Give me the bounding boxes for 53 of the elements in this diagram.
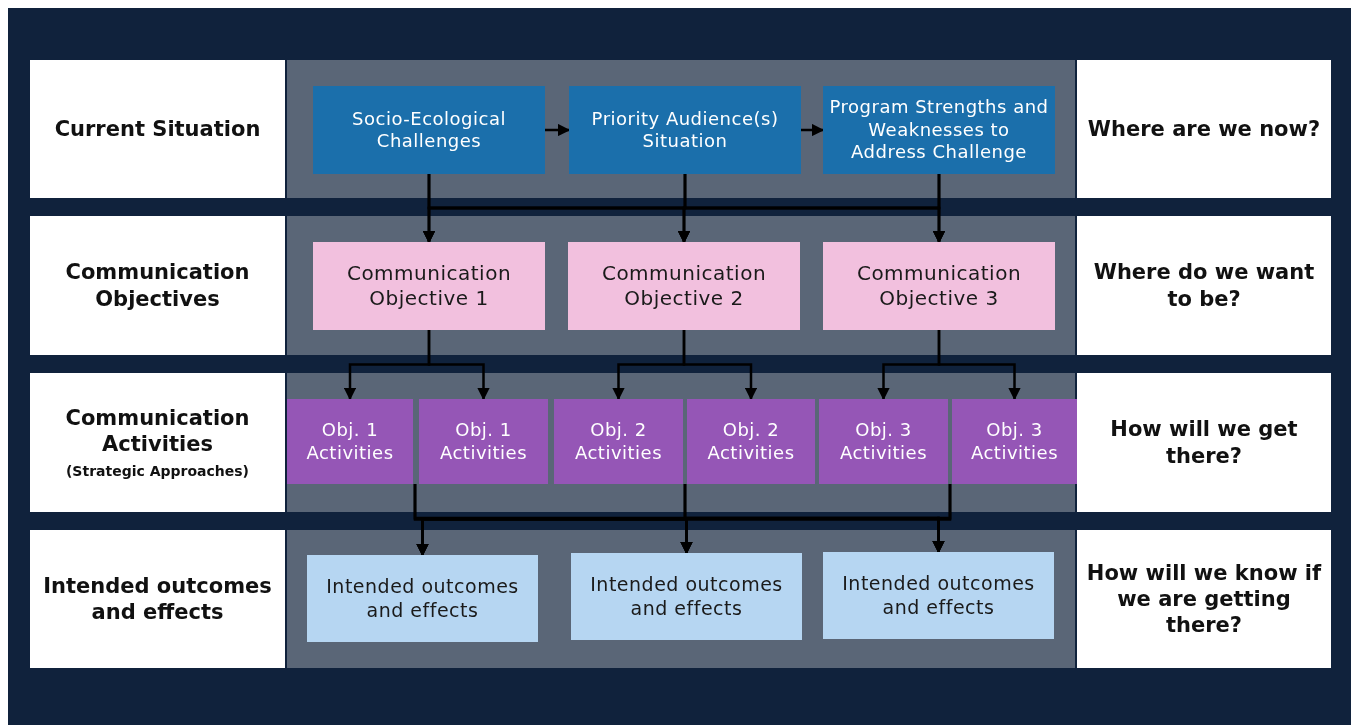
box-label: Intended outcomes and effects — [325, 574, 520, 623]
question-box — [1077, 373, 1331, 512]
activity-box — [554, 399, 683, 484]
activity-box — [419, 399, 548, 484]
objective-box — [568, 242, 800, 330]
box-label: Intended outcomes and effects — [841, 571, 1036, 620]
box-label: How will we get there? — [1109, 416, 1299, 469]
situation-box — [569, 86, 801, 174]
row-label-box — [30, 216, 285, 355]
situation-box — [313, 86, 545, 174]
row-label-box — [30, 60, 285, 198]
box-label: Intended outcomes and effects — [42, 572, 273, 626]
activity-box — [952, 399, 1077, 484]
question-box — [1077, 530, 1331, 668]
activity-box — [819, 399, 948, 484]
box-label: Intended outcomes and effects — [589, 572, 784, 621]
arrow — [932, 174, 946, 244]
outcome-box — [823, 552, 1054, 639]
arrow — [682, 330, 758, 401]
box-label: Priority Audience(s) Situation — [590, 107, 780, 153]
box-label: Obj. 2 Activities — [706, 419, 796, 464]
box-label: Communication Objectives — [64, 259, 251, 312]
objective-box — [313, 242, 545, 330]
box-label: Socio-Ecological Challenges — [351, 107, 507, 153]
arrow — [937, 330, 1021, 401]
box-label: Communication Objective 1 — [345, 261, 513, 311]
situation-box — [823, 86, 1055, 174]
box-label: Communication Objective 3 — [855, 261, 1023, 311]
box-label: Obj. 2 Activities — [573, 419, 664, 464]
row-label-box — [30, 373, 285, 512]
box-subtitle: (Strategic Approaches) — [65, 463, 249, 481]
box-label: Obj. 3 Activities — [838, 419, 929, 464]
question-box — [1077, 60, 1331, 198]
row-label-box — [30, 530, 285, 668]
box-label: Program Strengths and Weaknesses to Address Challenge — [829, 96, 1049, 164]
box-label: Where are we now? — [1087, 115, 1321, 143]
outcome-box — [571, 553, 802, 640]
box-label: Current Situation — [54, 115, 261, 143]
box-label: Obj. 1 Activities — [438, 419, 529, 464]
outcome-box — [307, 555, 538, 642]
arrow — [545, 123, 571, 137]
arrow — [801, 123, 825, 137]
box-label: Obj. 1 Activities — [305, 419, 395, 464]
box-label: Communication Objective 2 — [600, 261, 768, 311]
activity-box — [287, 399, 413, 484]
box-label: Obj. 3 Activities — [969, 419, 1060, 464]
objective-box — [823, 242, 1055, 330]
box-label: How will we know if we are getting there? — [1085, 559, 1323, 639]
question-box — [1077, 216, 1331, 355]
activity-box — [687, 399, 815, 484]
box-label: Communication Activities — [64, 404, 251, 457]
arrow — [427, 330, 490, 401]
box-label: Where do we want to be? — [1092, 259, 1316, 312]
